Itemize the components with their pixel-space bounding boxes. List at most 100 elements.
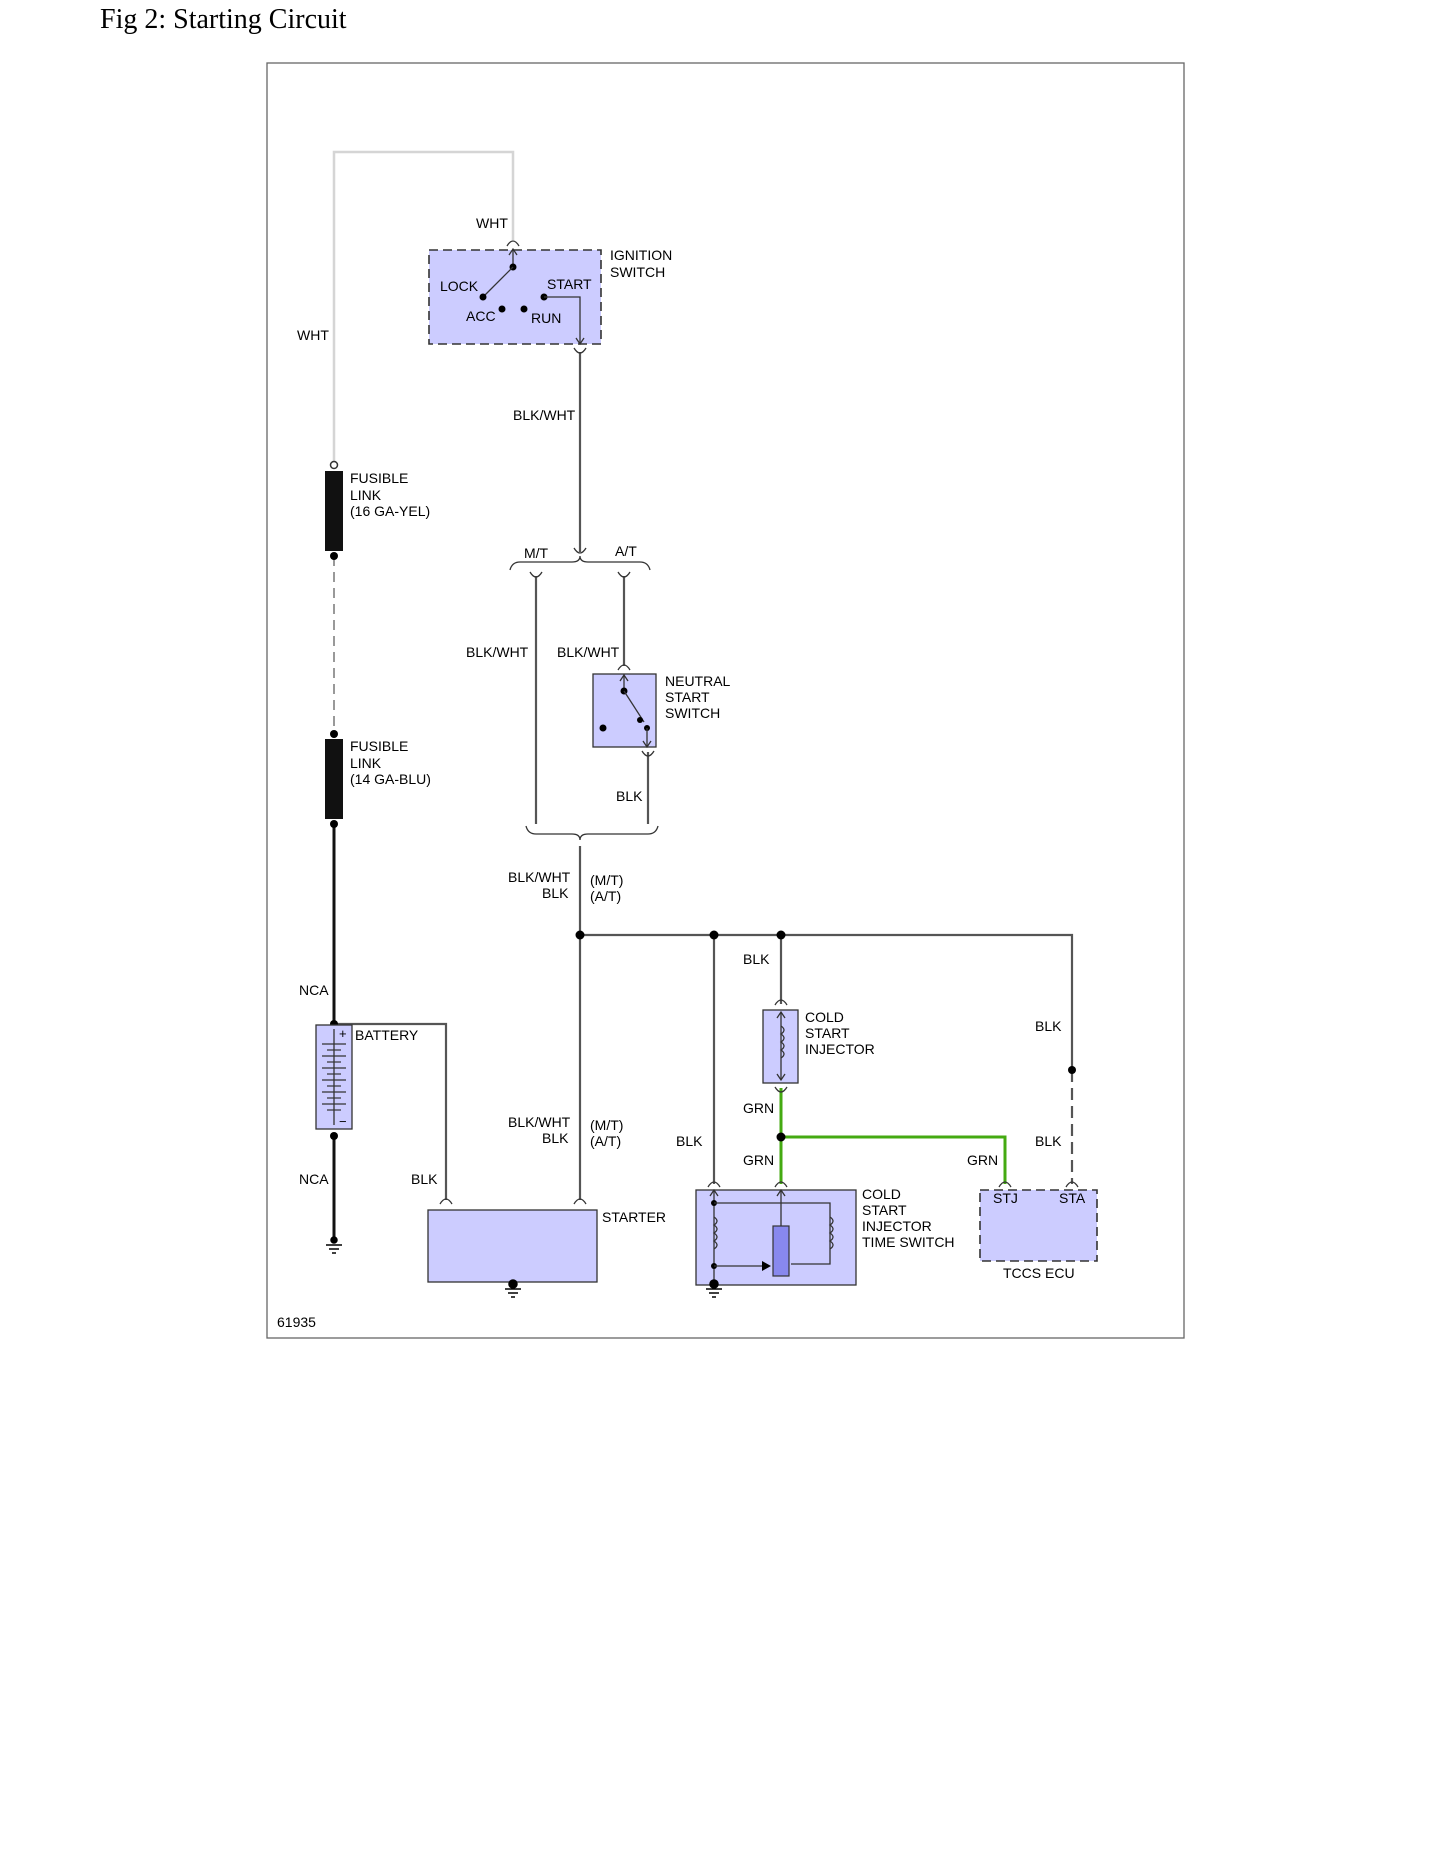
starter — [427, 1209, 598, 1283]
nss-label-1: NEUTRAL — [665, 673, 731, 689]
wire-label: BLK — [1035, 1133, 1062, 1149]
connector-mark — [573, 547, 587, 554]
wire-label: BLK/WHT — [557, 644, 620, 660]
label-acc: ACC — [466, 308, 496, 324]
fusible-link-1-label-2: LINK — [350, 487, 382, 503]
wire-label: GRN — [967, 1152, 998, 1168]
fusible-link-16ga — [325, 471, 343, 551]
wire-label: WHT — [476, 215, 508, 231]
connector-mark — [774, 1086, 788, 1093]
connector-mark — [573, 1198, 587, 1205]
wire-label: BLK — [1035, 1018, 1062, 1034]
timesw-label-2: START — [862, 1202, 907, 1218]
arrow-mark — [776, 1073, 786, 1082]
connector-mark — [998, 1181, 1012, 1188]
connector-mark — [439, 1198, 453, 1205]
junction-dot — [1068, 1066, 1076, 1074]
nss-label-3: SWITCH — [665, 705, 720, 721]
ecu-label: TCCS ECU — [1003, 1265, 1075, 1281]
injector-label-1: COLD — [805, 1009, 844, 1025]
wire-label: (A/T) — [590, 1133, 621, 1149]
timesw-contact-arrow — [762, 1261, 771, 1271]
ground-icon — [326, 1236, 342, 1254]
wire-label: (A/T) — [590, 888, 621, 904]
diagram-frame — [266, 62, 1185, 1339]
wire-label: NCA — [299, 1171, 329, 1187]
start-contact-lead — [544, 296, 581, 344]
fusible-terminal — [330, 820, 338, 828]
timesw-label-1: COLD — [862, 1186, 901, 1202]
wire-label: A/T — [615, 543, 637, 559]
connector-mark — [641, 750, 655, 757]
switch-contact-lock — [479, 293, 487, 301]
connector-mark — [529, 571, 543, 578]
ignition-switch-label-2: SWITCH — [610, 264, 665, 280]
switch-contact-acc — [498, 305, 506, 313]
wire-grn-ecu — [781, 1135, 1007, 1184]
battery-minus: − — [339, 1114, 347, 1129]
wire-label: NCA — [299, 982, 329, 998]
arrow-mark — [776, 1188, 786, 1197]
battery-cells — [322, 1043, 346, 1111]
fusible-link-2-label-3: (14 GA-BLU) — [350, 771, 431, 787]
wire-label: BLK — [542, 885, 569, 901]
label-lock: LOCK — [440, 278, 479, 294]
junction-dot — [330, 1132, 338, 1140]
wire-label: M/T — [524, 545, 549, 561]
wire-label: GRN — [743, 1152, 774, 1168]
fusible-link-2-label-2: LINK — [350, 755, 382, 771]
arrow-mark — [508, 247, 518, 256]
switch-blade — [482, 266, 514, 298]
connector-mark — [774, 999, 788, 1006]
injector-label-3: INJECTOR — [805, 1041, 875, 1057]
fusible-link-14ga — [325, 739, 343, 819]
nss-blade — [623, 690, 645, 723]
fusible-link-1-label-1: FUSIBLE — [350, 470, 408, 486]
connector-mark — [1065, 1181, 1079, 1188]
wire-label: BLK — [743, 951, 770, 967]
nss-contact — [637, 717, 643, 723]
starter-label: STARTER — [602, 1209, 666, 1225]
page-title: Fig 2: Starting Circuit — [100, 4, 347, 35]
splice-bracket-bottom — [525, 825, 659, 841]
ground-icon — [505, 1279, 521, 1298]
fusible-terminal — [330, 730, 338, 738]
timesw-bimetal — [772, 1225, 790, 1277]
timesw-label-3: INJECTOR — [862, 1218, 932, 1234]
arrow-mark — [709, 1188, 719, 1197]
junction-dot — [709, 930, 719, 940]
label-run: RUN — [531, 310, 561, 326]
fusible-link-2-label-1: FUSIBLE — [350, 738, 408, 754]
arrow-mark — [776, 1010, 786, 1019]
wire-label: BLK — [542, 1130, 569, 1146]
nss-label-2: START — [665, 689, 710, 705]
injector-label-2: START — [805, 1025, 850, 1041]
arrow-mark — [575, 337, 585, 346]
connector-mark — [617, 664, 631, 671]
wire-label: (M/T) — [590, 872, 623, 888]
connector-mark — [707, 1181, 721, 1188]
timesw-coil-left — [712, 1216, 718, 1250]
wire-label: GRN — [743, 1100, 774, 1116]
injector-coil — [779, 1025, 785, 1059]
nss-contact — [599, 724, 607, 732]
fusible-terminal — [330, 552, 338, 560]
wire-battery-starter — [334, 1022, 448, 1200]
splice-bracket-top — [509, 555, 651, 571]
junction-dot — [575, 930, 585, 940]
ecu-pin-sta: STA — [1059, 1190, 1086, 1206]
ecu-pin-stj: STJ — [993, 1190, 1018, 1206]
connector-mark — [506, 240, 520, 247]
switch-contact-run — [520, 305, 528, 313]
wire-label: BLK — [676, 1133, 703, 1149]
wire-label: WHT — [297, 327, 329, 343]
wire-label: BLK — [411, 1171, 438, 1187]
timesw-label-4: TIME SWITCH — [862, 1234, 955, 1250]
wire-label: (M/T) — [590, 1117, 623, 1133]
junction-dot — [776, 1132, 786, 1142]
wire-label: BLK/WHT — [513, 407, 576, 423]
battery-plus: + — [339, 1026, 347, 1041]
wire-label: BLK/WHT — [466, 644, 529, 660]
figure-number: 61935 — [277, 1314, 316, 1330]
